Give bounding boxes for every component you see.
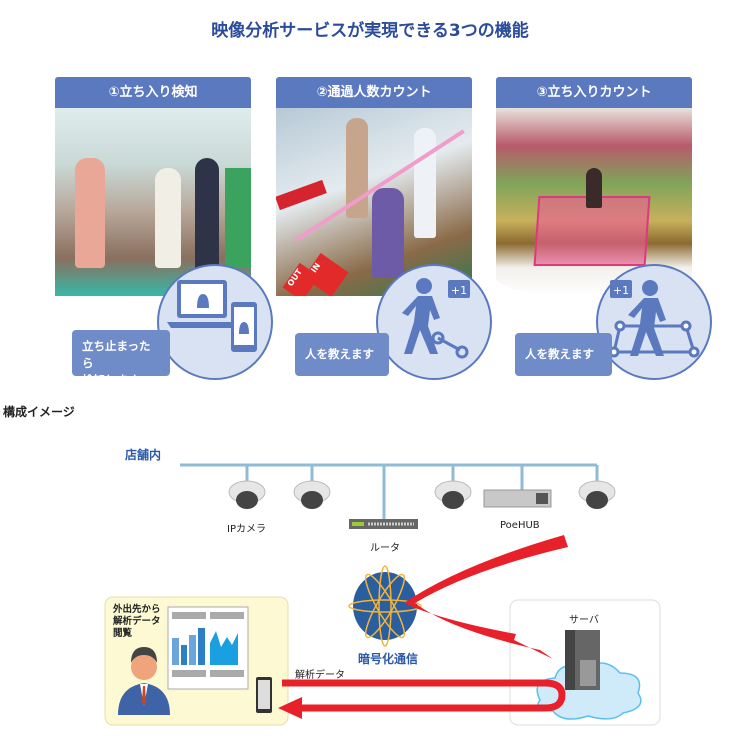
count-badge: +1 (451, 284, 467, 297)
walking-person-area-icon: +1 (608, 280, 700, 358)
data-label: 解析データ (295, 670, 345, 681)
router-label: ルータ (370, 543, 400, 554)
camera-label: IPカメラ (227, 524, 266, 535)
chart-windows-icon (167, 606, 249, 690)
count-badge: +1 (613, 284, 629, 297)
router-icon (349, 519, 418, 529)
callout-line: 検知します (82, 373, 140, 387)
remote-view-label: 外出先から 解析データ 閲覧 (113, 604, 161, 640)
walking-person-line-icon: +1 (402, 278, 470, 359)
cloud-icon (536, 662, 642, 720)
remote-line: 外出先から (113, 604, 161, 615)
callout-line: 立ち止まったら (82, 339, 151, 370)
server-icon (565, 630, 600, 690)
ip-camera-icon (228, 480, 266, 509)
remote-line: 閲覧 (113, 628, 133, 639)
hub-label: PoeHUB (500, 520, 540, 531)
remote-line: 解析データ (113, 616, 161, 627)
encrypted-connection-arrow (404, 535, 568, 659)
panel-header: ③立ち入りカウント (496, 77, 692, 108)
callout-area: 人を教えます (515, 333, 612, 376)
network-lines (180, 463, 599, 520)
diagram-heading: 構成イメージ (3, 405, 75, 419)
ip-camera-icon (293, 480, 331, 509)
store-checkout-photo (55, 108, 251, 296)
person-avatar-icon (118, 647, 170, 715)
callout-passing: 人を教えます (295, 333, 389, 376)
feature-panel-intrusion-detection: ①立ち入り検知 (55, 77, 251, 297)
globe-icon (348, 565, 422, 647)
server-label: サーバ (569, 615, 599, 626)
data-return-arrow (278, 679, 566, 719)
smartphone-icon (256, 677, 272, 713)
encryption-label: 暗号化通信 (358, 652, 419, 666)
page-title: 映像分析サービスが実現できる3つの機能 (211, 21, 529, 41)
area-count-circle: +1 (596, 264, 712, 380)
count-circle: +1 (376, 264, 492, 380)
alert-circle (157, 264, 273, 380)
ip-camera-icon (434, 480, 472, 509)
poe-hub-icon (483, 489, 552, 508)
ip-camera-icon (578, 480, 616, 509)
callout-intrusion: 立ち止まったら 検知します (72, 330, 170, 387)
panel-header: ①立ち入り検知 (55, 77, 251, 108)
store-label: 店舗内 (125, 448, 162, 462)
panel-header: ②通過人数カウント (276, 77, 472, 108)
laptop-phone-bell-icon (167, 280, 257, 352)
